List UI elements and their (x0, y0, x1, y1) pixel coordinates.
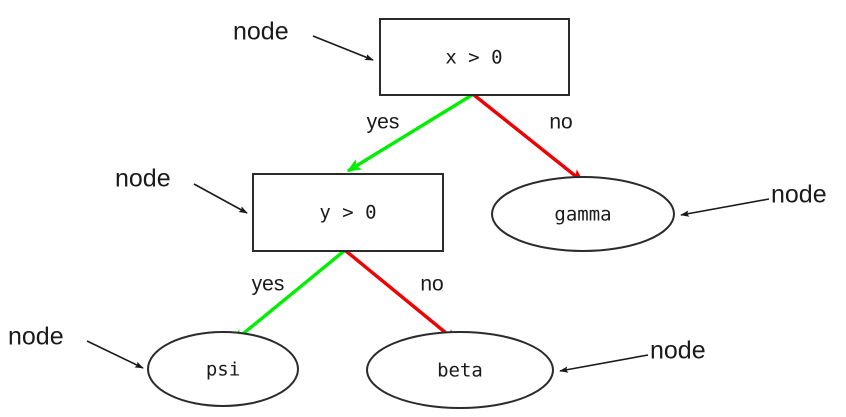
annotation-gamma-leader (680, 198, 770, 217)
annotation-beta-leader (559, 354, 649, 373)
annotation-root-leader (312, 35, 374, 61)
annotation-psi-leader (86, 340, 144, 369)
annotation-second-label: node (115, 165, 171, 193)
edge-second-yes-label: yes (252, 273, 285, 296)
annotation-second: node (115, 165, 248, 214)
annotation-gamma: node (680, 181, 827, 217)
node-beta[interactable]: beta (366, 331, 554, 409)
node-gamma-label: gamma (554, 204, 611, 226)
node-gamma[interactable]: gamma (491, 176, 675, 252)
annotation-root: node (233, 18, 374, 61)
node-beta-label: beta (437, 360, 483, 382)
annotation-second-leader (193, 183, 248, 214)
edge-second-no: no (344, 249, 459, 344)
edge-second-no-label: no (420, 273, 443, 296)
edge-root-yes: yes (346, 93, 473, 173)
annotation-beta: node (559, 337, 706, 373)
edge-root-no-line (472, 93, 585, 184)
node-psi-label: psi (206, 359, 240, 381)
annotation-gamma-label: node (771, 181, 827, 209)
edge-root-no: no (472, 93, 585, 184)
edge-second-yes-line (231, 249, 346, 344)
node-gamma-shape (491, 176, 675, 252)
edge-second-no-line (344, 249, 459, 344)
edge-root-no-label: no (549, 111, 572, 134)
edge-root-yes-line (346, 93, 473, 173)
node-beta-shape (366, 331, 554, 409)
node-root-label: x > 0 (445, 47, 502, 69)
node-psi-shape (147, 331, 299, 407)
edge-second-yes: yes (231, 249, 346, 344)
node-second-shape (252, 173, 444, 252)
node-psi[interactable]: psi (147, 331, 299, 407)
edge-root-yes-label: yes (367, 111, 400, 134)
node-second-label: y > 0 (319, 202, 376, 224)
annotation-psi: node (8, 323, 144, 369)
annotation-beta-label: node (650, 337, 706, 365)
node-second[interactable]: y > 0 (252, 173, 444, 252)
node-root-shape (379, 18, 570, 96)
annotation-psi-label: node (8, 323, 64, 351)
annotation-root-label: node (233, 18, 289, 46)
node-root[interactable]: x > 0 (379, 18, 570, 96)
